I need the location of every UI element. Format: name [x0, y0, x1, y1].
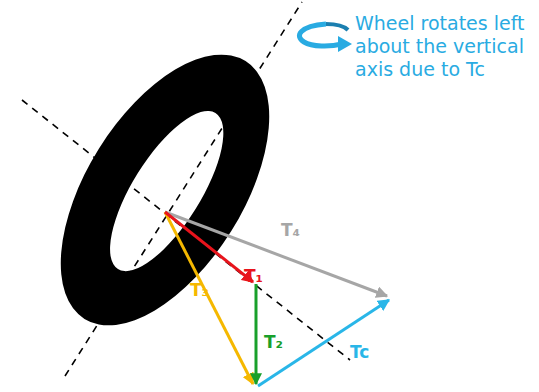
t2-label: T₂	[264, 334, 283, 351]
t3-label: T₃	[190, 282, 209, 299]
t3-vector	[165, 212, 253, 384]
tc-vector	[258, 300, 389, 386]
rotation-arrow-icon	[299, 24, 352, 52]
t4-label: T₄	[281, 222, 300, 239]
tc-label: Tc	[350, 344, 369, 361]
wheel	[18, 20, 311, 360]
axle-axis	[22, 100, 350, 360]
t1-vector	[165, 212, 253, 282]
t2-vector	[255, 284, 258, 384]
wheel-plane-axis	[65, 2, 302, 376]
t1-label: T₁	[244, 268, 263, 285]
rotation-note: Wheel rotates left about the vertical ax…	[355, 12, 535, 82]
